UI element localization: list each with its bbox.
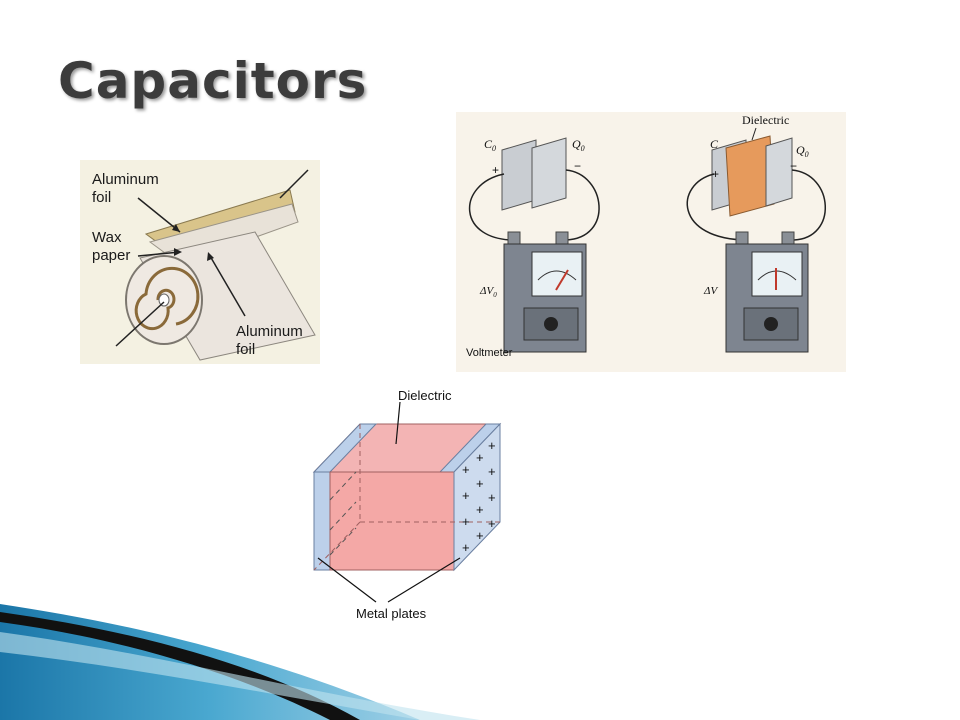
aluminum-foil-bottom-label-line2: foil <box>236 341 255 358</box>
svg-text:+: + <box>462 540 470 555</box>
right-capacitance-label: C <box>710 137 719 151</box>
right-minus-sign: − <box>790 159 797 173</box>
svg-text:+: + <box>488 490 496 505</box>
aluminum-foil-bottom-label-line1: Aluminum <box>236 323 303 340</box>
left-plus-sign: + <box>492 163 499 177</box>
svg-text:+: + <box>488 438 496 453</box>
left-charge-label: Q0 <box>572 137 585 153</box>
svg-text:+: + <box>476 502 484 517</box>
aluminum-foil-top-label-line1: Aluminum <box>92 171 159 188</box>
voltmeter-label: Voltmeter <box>466 347 513 359</box>
rolled-capacitor-figure: Aluminum foil Wax paper Aluminum foil <box>80 160 320 364</box>
right-charge-label: Q0 <box>796 143 809 159</box>
voltmeter-dielectric-figure: C0 Q0 + − Dielectric C Q0 + − ΔV0 ΔV Vol… <box>456 112 846 372</box>
svg-text:+: + <box>488 464 496 479</box>
wax-paper-label-line1: Wax <box>92 229 122 246</box>
right-plus-sign: + <box>712 167 719 181</box>
decorative-wave <box>0 604 480 720</box>
svg-text:+: + <box>462 462 470 477</box>
slide-title: Capacitors <box>58 52 368 110</box>
svg-text:+: + <box>476 450 484 465</box>
left-minus-sign: − <box>574 159 581 173</box>
right-voltage-label: ΔV <box>703 285 718 297</box>
svg-text:+: + <box>476 528 484 543</box>
dielectric-block-figure: + + + + + + + + + + + + Dielectric Metal plates <box>300 380 510 625</box>
dielectric-label-top: Dielectric <box>742 113 789 127</box>
aluminum-foil-top-label-line2: foil <box>92 189 111 206</box>
svg-text:+: + <box>476 476 484 491</box>
block-dielectric-label: Dielectric <box>398 388 452 403</box>
left-capacitance-label: C0 <box>484 137 496 153</box>
wax-paper-label-line2: paper <box>92 247 130 264</box>
metal-plates-label: Metal plates <box>356 606 427 621</box>
svg-text:+: + <box>462 514 470 529</box>
svg-text:+: + <box>488 516 496 531</box>
left-voltage-label: ΔV0 <box>479 285 497 299</box>
svg-text:+: + <box>462 488 470 503</box>
